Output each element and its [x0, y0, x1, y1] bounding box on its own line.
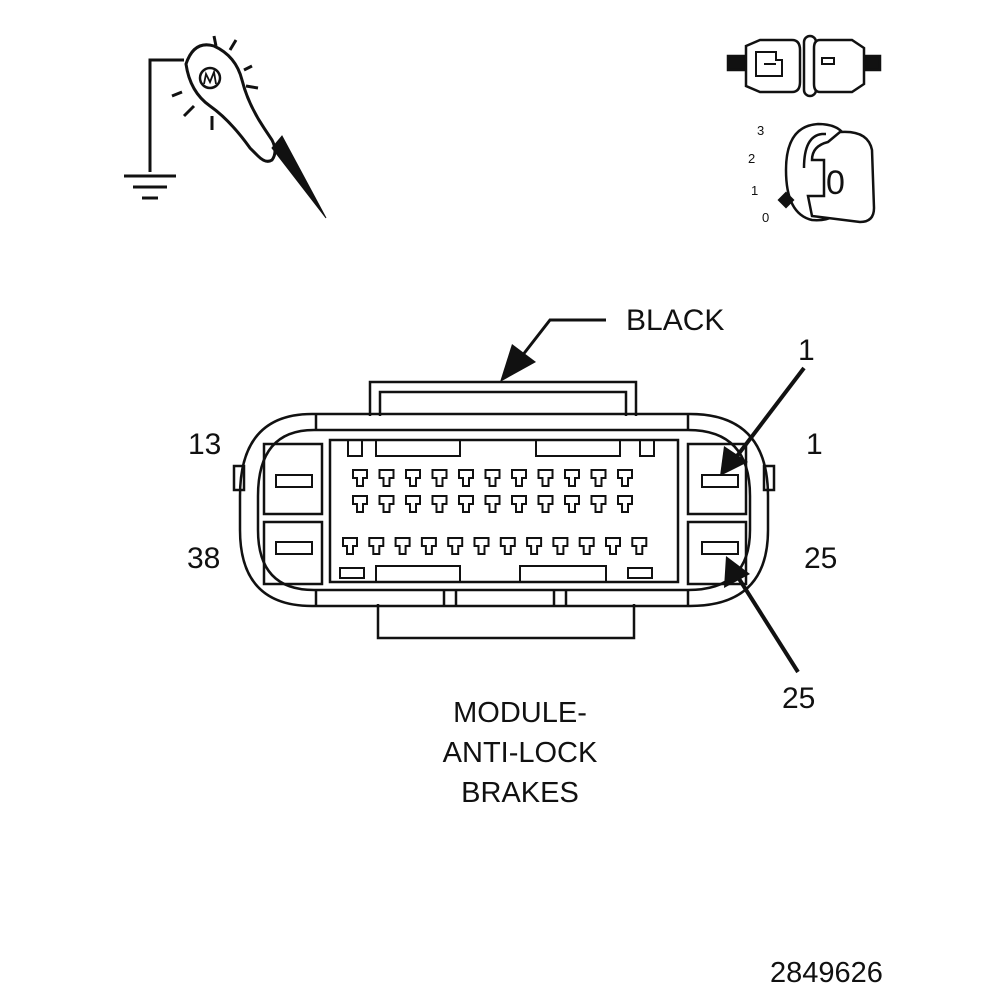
ignition-position-0: 0 — [762, 210, 769, 225]
terminal-pin — [578, 537, 595, 555]
terminal-pin — [342, 537, 358, 555]
terminal-pin — [431, 469, 448, 487]
terminal-pin — [352, 495, 368, 513]
callout-arrows — [500, 318, 806, 674]
test-light-probe-icon — [148, 35, 327, 219]
terminal-pin — [617, 495, 633, 513]
terminal-pin — [590, 495, 607, 513]
pin-label-1: 1 — [806, 428, 823, 461]
terminal-pin — [537, 469, 554, 487]
terminal-pin — [484, 469, 501, 487]
terminal-pin — [378, 469, 395, 487]
ignition-position-2: 2 — [748, 151, 755, 166]
terminal-pin — [537, 495, 554, 513]
connector-color-label: BLACK — [626, 304, 724, 337]
terminal-pin — [458, 469, 474, 487]
terminal-pin — [352, 469, 368, 487]
pin-label-13: 13 — [188, 428, 221, 461]
terminal-pin — [368, 537, 385, 555]
terminal-pin — [590, 469, 607, 487]
figure-number: 2849626 — [770, 957, 883, 989]
pin-label-38: 38 — [187, 542, 220, 575]
terminal-pin — [473, 537, 490, 555]
terminal-pin — [484, 495, 501, 513]
terminal-pin — [552, 537, 569, 555]
terminal-pin — [564, 469, 580, 487]
terminal-pin — [511, 495, 527, 513]
connector-face — [232, 380, 776, 640]
callout-bottom-pin: 25 — [782, 682, 815, 715]
terminal-pin — [631, 537, 648, 555]
terminal-pin-rows — [342, 469, 648, 555]
title-line-1: MODULE- — [453, 697, 587, 729]
title-line-3: BRAKES — [461, 777, 579, 809]
terminal-pin — [405, 495, 421, 513]
terminal-pin — [431, 495, 448, 513]
terminal-pin — [564, 495, 580, 513]
ignition-position-3: 3 — [757, 123, 764, 138]
terminal-pin — [526, 537, 543, 555]
callout-top-pin: 1 — [798, 334, 815, 367]
key-label: 0 — [826, 164, 845, 202]
ignition-key-icon: 0 3 2 1 0 — [748, 122, 876, 225]
ground-symbol-icon — [124, 174, 176, 200]
terminal-pin — [617, 469, 633, 487]
disconnected-connector-icon — [726, 34, 882, 98]
pin-label-25: 25 — [804, 542, 837, 575]
title-line-2: ANTI-LOCK — [443, 737, 598, 769]
terminal-pin — [458, 495, 474, 513]
terminal-pin — [511, 469, 527, 487]
terminal-pin — [499, 537, 516, 555]
ignition-position-1: 1 — [751, 183, 758, 198]
terminal-pin — [605, 537, 621, 555]
terminal-pin — [447, 537, 464, 555]
terminal-pin — [420, 537, 437, 555]
terminal-pin — [394, 537, 411, 555]
terminal-pin — [405, 469, 421, 487]
terminal-pin — [378, 495, 395, 513]
